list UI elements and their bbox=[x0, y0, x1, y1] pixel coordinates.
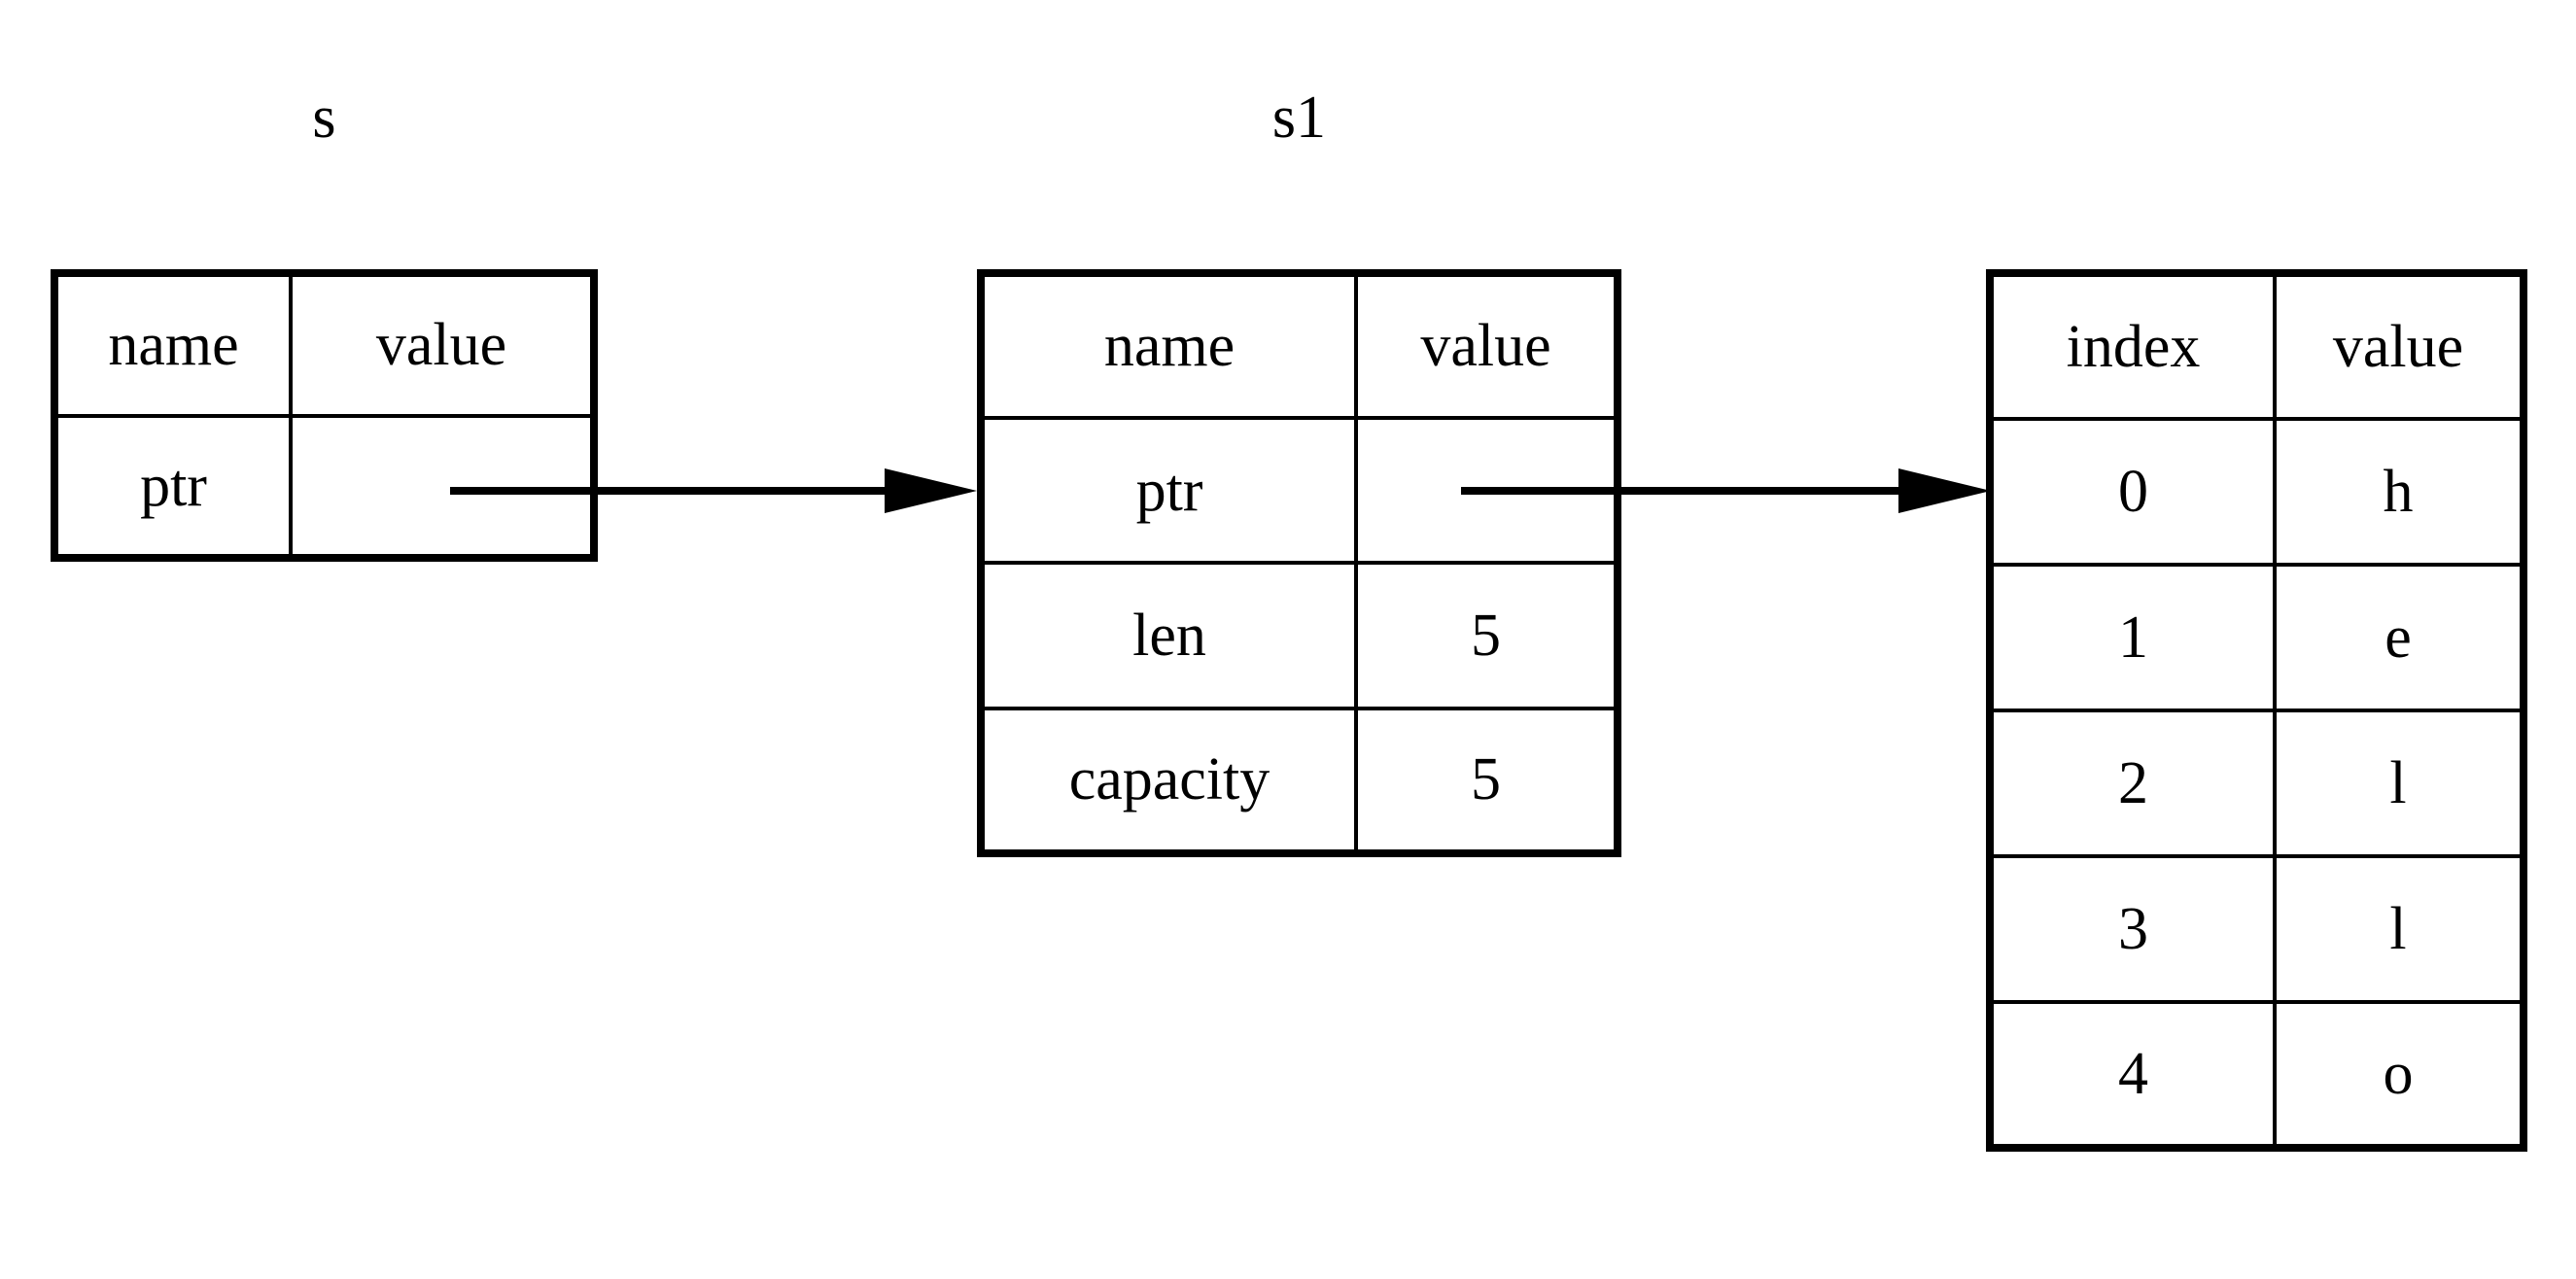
cell-s1-row1-value: 5 bbox=[1354, 561, 1614, 710]
cell-buffer-row2-index: 2 bbox=[1994, 708, 2277, 859]
cell-buffer-row2-value: l bbox=[2273, 708, 2520, 859]
table-row: 2 l bbox=[1994, 708, 2520, 859]
cell-s-row0-value bbox=[289, 413, 590, 554]
cell-s1-row2-name: capacity bbox=[985, 706, 1358, 849]
table-s: name value ptr bbox=[51, 269, 598, 562]
cell-buffer-row4-index: 4 bbox=[1994, 1000, 2277, 1144]
pointer-arrow-s-to-s1 bbox=[450, 468, 977, 513]
header-cell-value: value bbox=[1354, 277, 1614, 420]
pointer-arrow-s1-to-buffer bbox=[1461, 468, 1992, 513]
cell-buffer-row0-value: h bbox=[2273, 416, 2520, 567]
table-row: name value bbox=[58, 277, 590, 418]
header-cell-value: value bbox=[2273, 277, 2520, 421]
header-cell-name: name bbox=[58, 277, 293, 418]
table-label-s1: s1 bbox=[1271, 85, 1327, 151]
table-buffer: index value 0 h 1 e 2 l 3 l 4 o bbox=[1986, 269, 2527, 1152]
arrow-shaft bbox=[1461, 487, 1903, 495]
cell-s1-row0-name: ptr bbox=[985, 415, 1358, 566]
header-cell-name: name bbox=[985, 277, 1358, 420]
table-row: 1 e bbox=[1994, 562, 2520, 712]
header-cell-index: index bbox=[1994, 277, 2277, 421]
table-row: 3 l bbox=[1994, 854, 2520, 1005]
table-label-s: s bbox=[312, 85, 336, 151]
table-s1: name value ptr len 5 capacity 5 bbox=[977, 269, 1621, 857]
cell-buffer-row3-value: l bbox=[2273, 854, 2520, 1005]
cell-s-row0-name: ptr bbox=[58, 413, 293, 554]
table-row: name value bbox=[985, 277, 1614, 420]
cell-s1-row1-name: len bbox=[985, 561, 1358, 710]
cell-buffer-row3-index: 3 bbox=[1994, 854, 2277, 1005]
cell-buffer-row1-value: e bbox=[2273, 562, 2520, 712]
table-row: capacity 5 bbox=[985, 706, 1614, 849]
cell-s1-row2-value: 5 bbox=[1354, 706, 1614, 849]
arrow-head-icon bbox=[1898, 468, 1991, 513]
table-row: ptr bbox=[58, 413, 590, 554]
cell-buffer-row1-index: 1 bbox=[1994, 562, 2277, 712]
table-row: 4 o bbox=[1994, 1000, 2520, 1144]
cell-buffer-row0-index: 0 bbox=[1994, 416, 2277, 567]
table-row: len 5 bbox=[985, 561, 1614, 710]
header-cell-value: value bbox=[289, 277, 590, 418]
cell-buffer-row4-value: o bbox=[2273, 1000, 2520, 1144]
table-row: index value bbox=[1994, 277, 2520, 421]
table-row: 0 h bbox=[1994, 416, 2520, 567]
arrow-shaft bbox=[450, 487, 889, 495]
arrow-head-icon bbox=[885, 468, 977, 513]
